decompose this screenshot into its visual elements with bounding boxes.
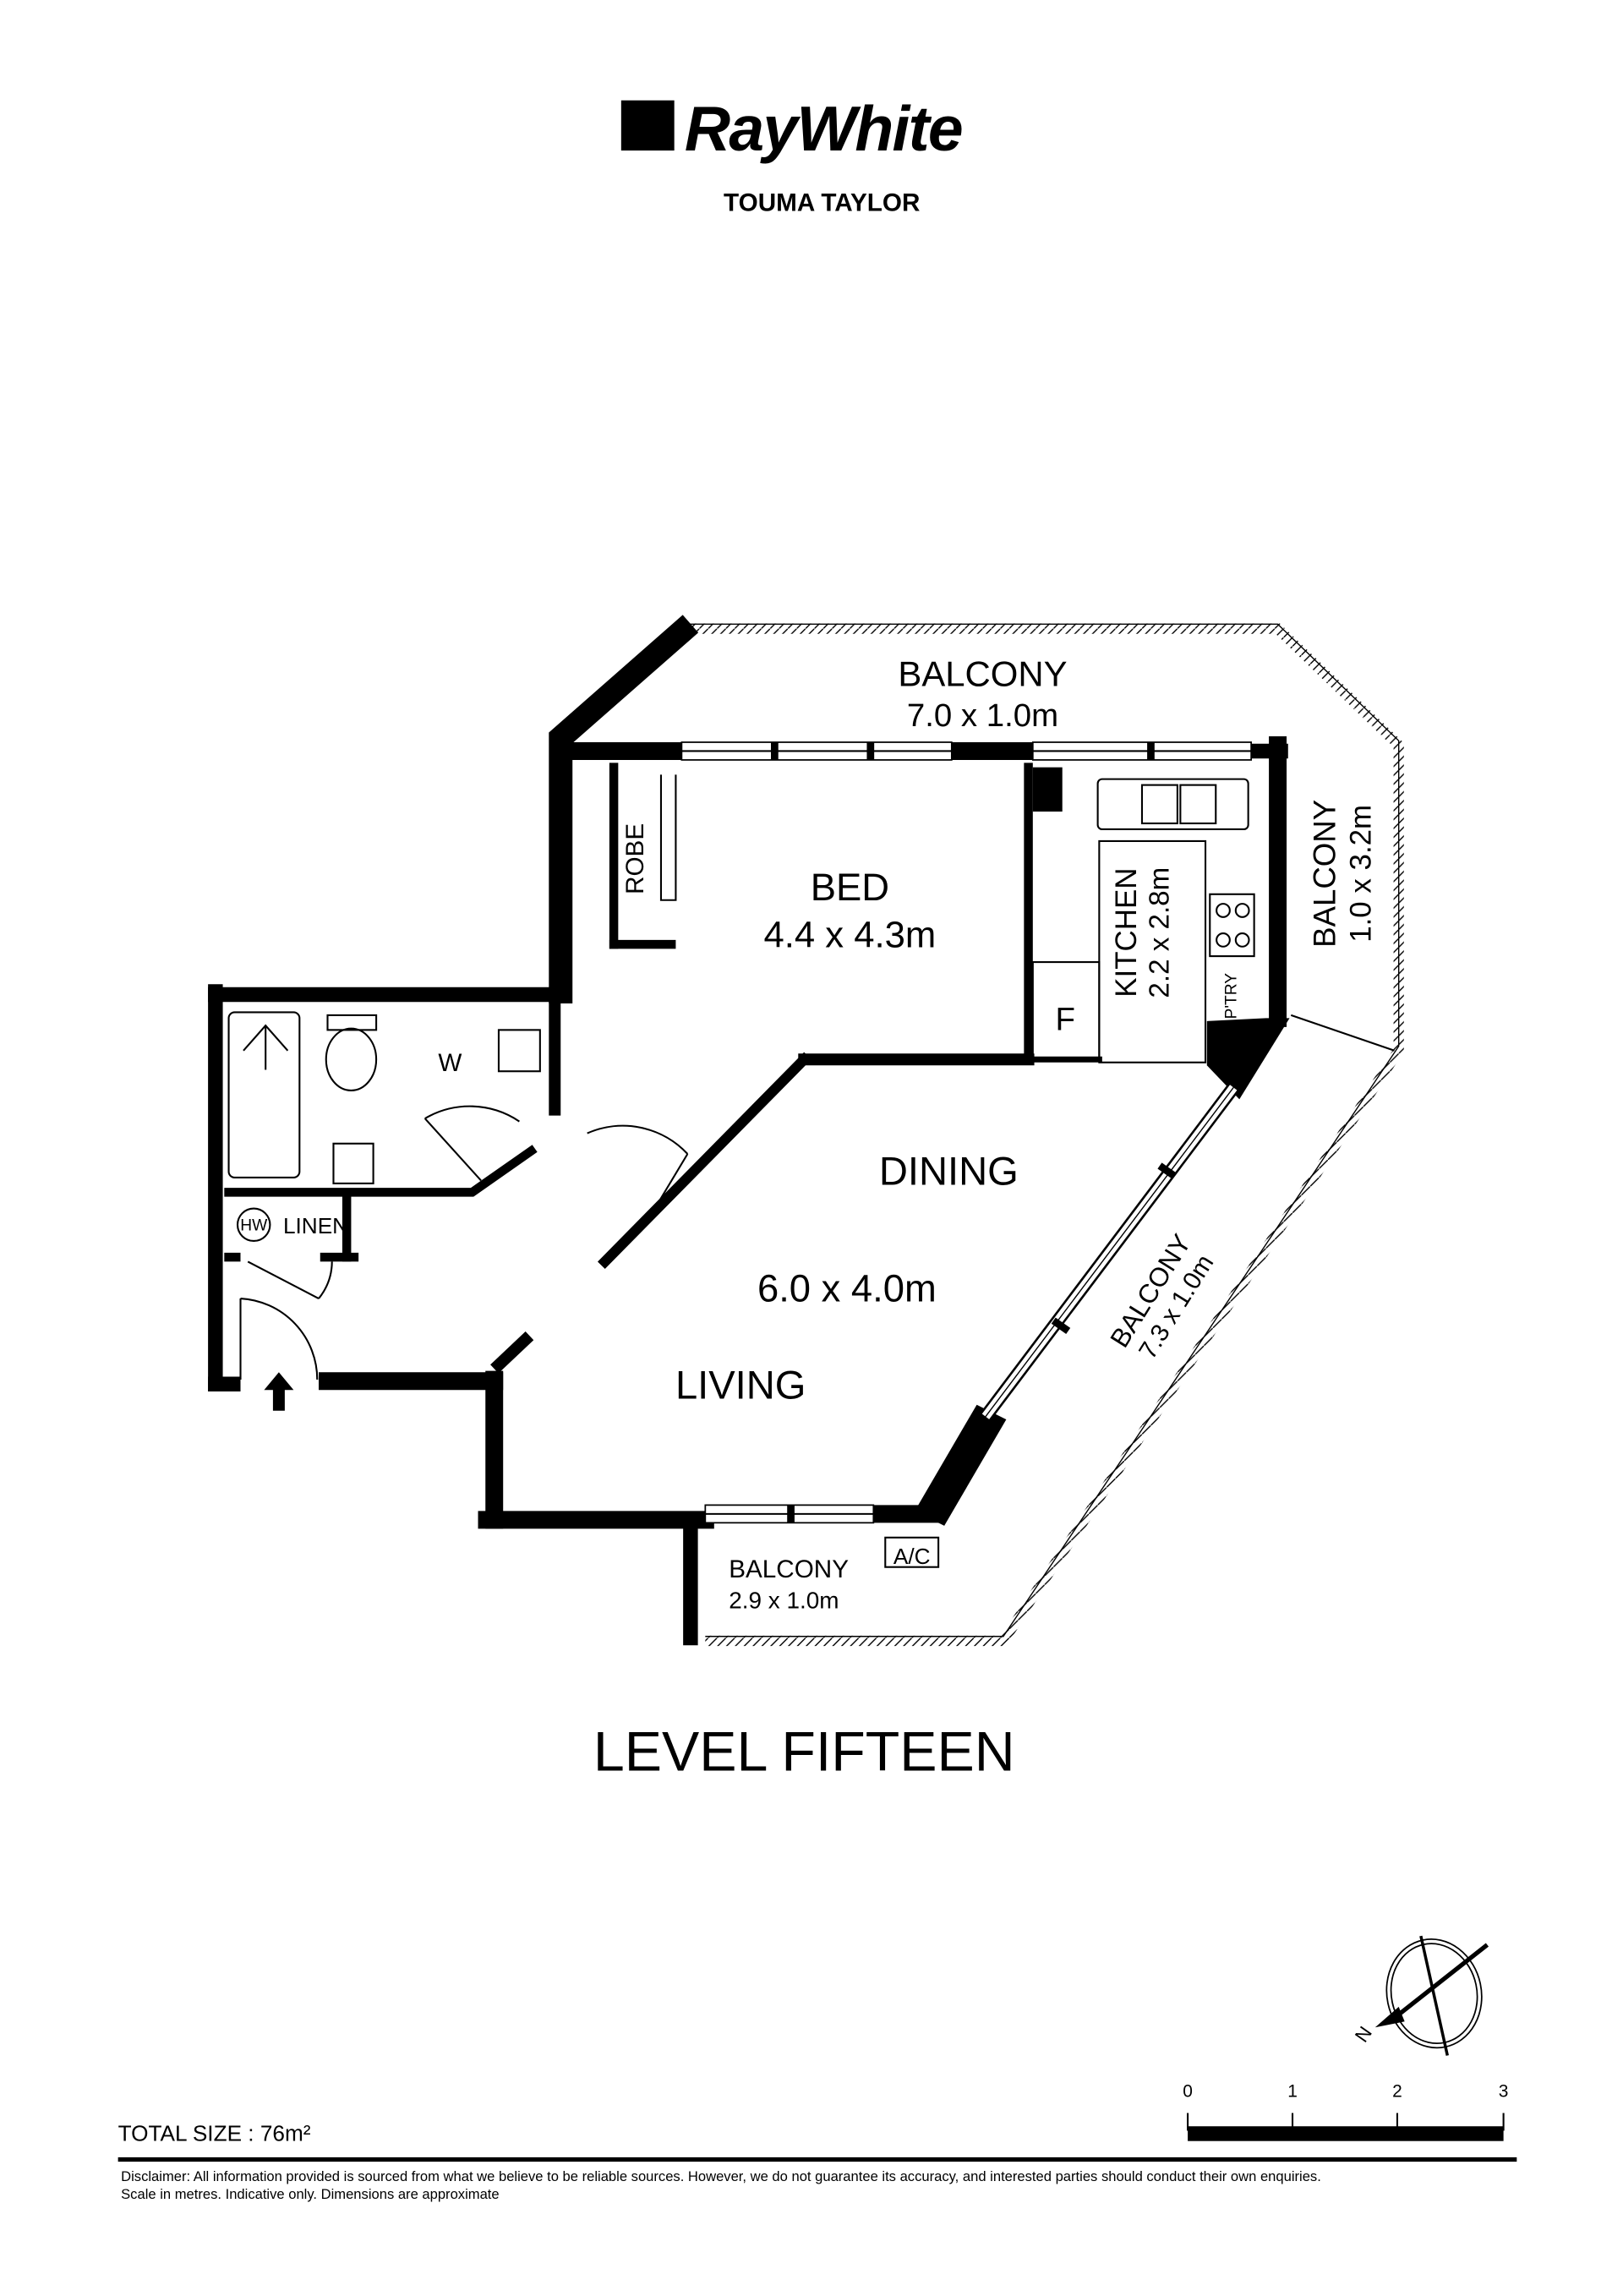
fixtures: [227, 774, 1255, 1568]
svg-text:3: 3: [1499, 2081, 1509, 2101]
svg-text:BALCONY: BALCONY: [898, 654, 1067, 694]
svg-text:W: W: [438, 1049, 462, 1077]
svg-text:1.0 x 3.2m: 1.0 x 3.2m: [1345, 805, 1378, 943]
svg-text:0: 0: [1183, 2081, 1193, 2101]
kitchen-sink: [1096, 778, 1249, 831]
svg-text:BALCONY: BALCONY: [1308, 800, 1342, 948]
svg-text:DINING: DINING: [879, 1149, 1019, 1194]
walls: [208, 615, 1290, 1646]
vanity-basin: [332, 1142, 374, 1184]
svg-text:LINEN: LINEN: [283, 1213, 348, 1238]
svg-text:A/C: A/C: [893, 1544, 931, 1569]
svg-text:RayWhite: RayWhite: [685, 93, 962, 164]
entry-arrow-icon: [264, 1372, 294, 1411]
doors: [239, 1105, 689, 1411]
svg-text:LIVING: LIVING: [675, 1363, 806, 1408]
svg-text:2: 2: [1392, 2081, 1402, 2101]
windows: [680, 741, 1253, 1524]
svg-text:F: F: [1055, 1001, 1074, 1037]
cooktop: [1209, 893, 1255, 958]
svg-text:1: 1: [1287, 2081, 1298, 2101]
total-size: TOTAL SIZE : 76m²: [118, 2121, 311, 2146]
laundry-tub: [497, 1029, 541, 1073]
svg-text:HW: HW: [240, 1217, 268, 1235]
office-name: TOUMA TAYLOR: [724, 189, 920, 217]
disclaimer-line-1: Disclaimer: All information provided is …: [121, 2168, 1321, 2184]
svg-text:2.9 x 1.0m: 2.9 x 1.0m: [729, 1588, 839, 1614]
svg-text:N: N: [1350, 2022, 1376, 2046]
svg-text:BED: BED: [811, 866, 889, 909]
footer-divider: [117, 2157, 1517, 2162]
hot-water-unit: [236, 1207, 271, 1243]
svg-text:BALCONY: BALCONY: [729, 1555, 849, 1583]
toilet: [325, 1027, 378, 1091]
svg-text:7.0 x 1.0m: 7.0 x 1.0m: [907, 697, 1058, 734]
svg-text:P'TRY: P'TRY: [1223, 973, 1241, 1020]
svg-text:ROBE: ROBE: [621, 823, 649, 894]
svg-text:KITCHEN: KITCHEN: [1110, 868, 1143, 998]
svg-text:4.4 x 4.3m: 4.4 x 4.3m: [764, 916, 937, 956]
north-arrow-icon: N: [1350, 1935, 1489, 2056]
level-title: LEVEL FIFTEEN: [593, 1721, 1015, 1784]
bathtub: [227, 1011, 301, 1178]
svg-text:2.2 x 2.8m: 2.2 x 2.8m: [1144, 867, 1175, 998]
balcony-railing: [681, 623, 1404, 1647]
brand-logo: RayWhite TOUMA TAYLOR: [620, 93, 964, 217]
disclaimer-line-2: Scale in metres. Indicative only. Dimens…: [121, 2186, 500, 2202]
scale-bar: 0 1 2 3: [1183, 2081, 1509, 2141]
svg-text:6.0 x 4.0m: 6.0 x 4.0m: [757, 1267, 937, 1310]
